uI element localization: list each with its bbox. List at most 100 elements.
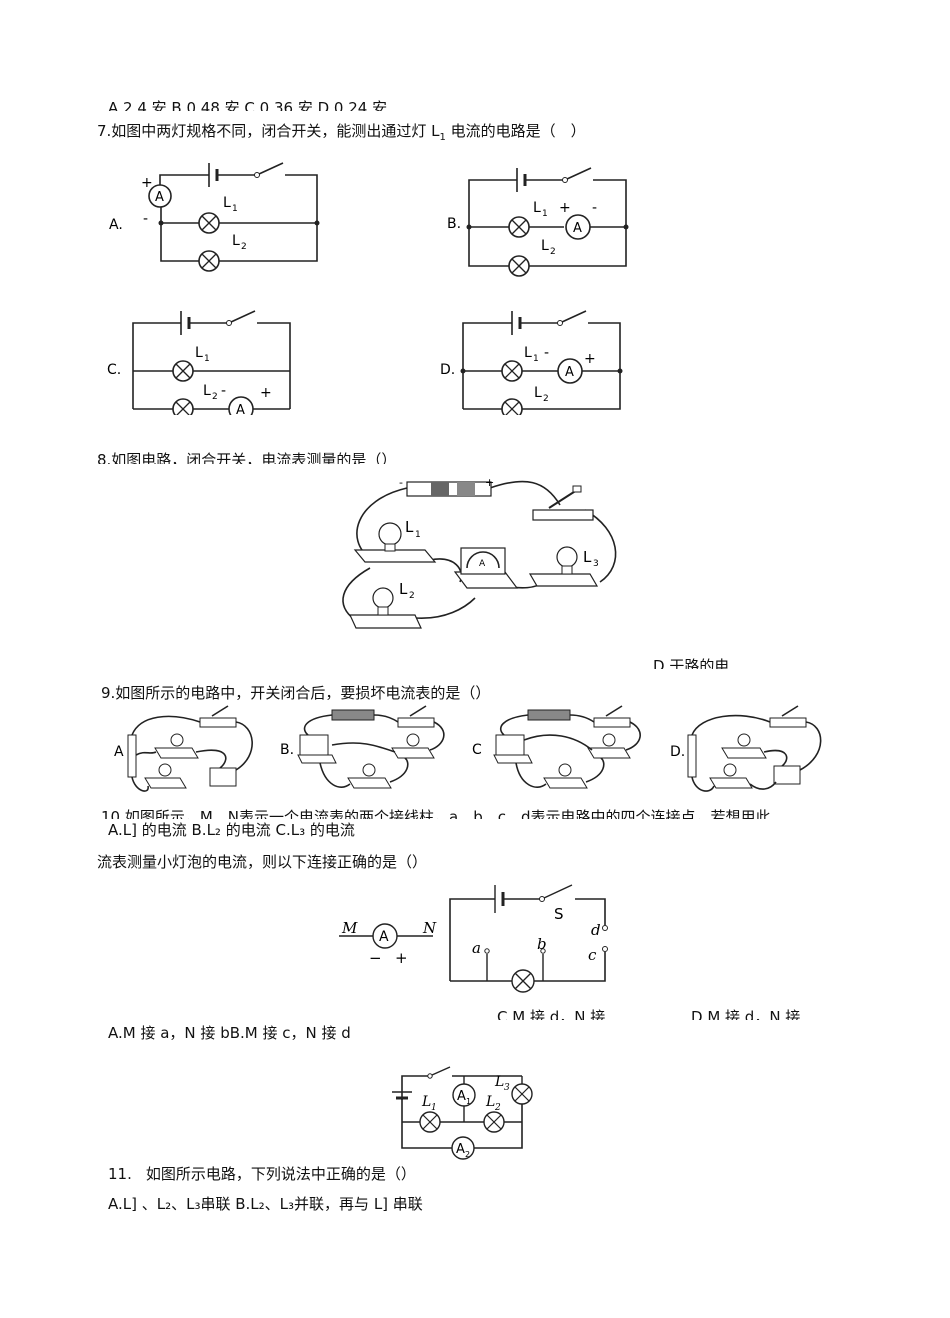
q11-ammeter-a2 xyxy=(451,1136,475,1160)
q10-stem-cont-text: 流表测量小灯泡的电流，则以下连接正确的是（） xyxy=(97,853,428,871)
q9-stem: 9.如图所示的电路中，开关闭合后，要损坏电流表的是（） xyxy=(101,684,490,702)
q10-option-d-partial: D.M 接 d，N 接 xyxy=(691,1006,800,1020)
q8-l3-label: L xyxy=(583,548,592,566)
q7-d-lamp-l2 xyxy=(501,398,523,415)
q8-options: A.L] 的电流 B.L₂ 的电流 C.L₃ 的电流 xyxy=(108,821,355,839)
q11-a1-sub: 1 xyxy=(466,1097,471,1106)
lamp-l2-base xyxy=(349,614,422,629)
q9-circuits: A B. C xyxy=(114,705,822,792)
q7-c-l1-label: L xyxy=(195,345,203,361)
battery-plus: + xyxy=(485,476,494,489)
q7-c-ammeter-letter: A xyxy=(236,403,245,415)
q8-stem: 8.如图电路，闭合开关，电流表测量的是（） xyxy=(97,449,396,464)
lamp-l1-bulb xyxy=(378,522,402,546)
lamp-l3-bulb xyxy=(556,546,578,568)
q11-a2-letter: A xyxy=(456,1142,465,1157)
q7-d-minus: - xyxy=(544,345,549,361)
q7-b-plus: + xyxy=(559,200,571,216)
q7-circuit-d: D. L 1 - A + L 2 xyxy=(440,310,623,415)
q10-options-ab-text: A.M 接 a，N 接 bB.M 接 c，N 接 d xyxy=(108,1024,351,1042)
q11-l1-sub: 1 xyxy=(431,1103,437,1113)
q7-b-label: B. xyxy=(447,216,461,232)
q7-c-l2-label: L xyxy=(203,383,211,399)
q9-stem-text: 9.如图所示的电路中，开关闭合后，要损坏电流表的是（） xyxy=(101,684,491,702)
q8-ammeter-letter: A xyxy=(479,559,486,569)
q10-stem-partial: 10.如图所示，M、N表示一个电流表的两个接线柱，a、b、c、d表示电路中的四个… xyxy=(101,806,771,819)
q7-c-l1-sub: 1 xyxy=(204,354,210,364)
q9-a-label: A xyxy=(114,744,124,760)
q7-b-l1-label: L xyxy=(533,200,541,216)
q10-ammeter-letter: A xyxy=(379,929,389,945)
q11-circuit-figure: A 1 L 3 L 1 L 2 A 2 xyxy=(392,1066,533,1160)
q10-circuit-figure: M N A − + S d c a b xyxy=(339,884,608,993)
q7-a-label: A. xyxy=(109,217,123,233)
q11-l2-sub: 2 xyxy=(494,1103,501,1113)
q10-stem-cont: 流表测量小灯泡的电流，则以下连接正确的是（） xyxy=(97,853,427,871)
q7-c-l2-sub: 2 xyxy=(212,392,218,402)
q7-b-ammeter xyxy=(565,214,591,240)
q7-d-plus: + xyxy=(584,351,596,367)
q8-l2-sub: 2 xyxy=(409,591,415,601)
q7-a-ammeter xyxy=(148,184,172,208)
q8-options-text: A.L] 的电流 B.L₂ 的电流 C.L₃ 的电流 xyxy=(108,821,355,839)
q10-s-label: S xyxy=(554,905,564,923)
q11-options: A.L] 、L₂、L₃串联 B.L₂、L₃并联，再与 L] 串联 xyxy=(108,1195,423,1213)
q7-c-minus: - xyxy=(221,383,226,399)
q7-circuit-a: A. A + - L 1 L 2 xyxy=(109,162,320,272)
q7-circuit-c: C. L 1 L 2 - A + xyxy=(107,310,291,415)
q7-b-l2-sub: 2 xyxy=(550,247,556,257)
q7-d-ammeter xyxy=(557,358,583,384)
q9-circuit-b: B. xyxy=(280,705,445,789)
q10-options-ab: A.M 接 a，N 接 bB.M 接 c，N 接 d xyxy=(108,1024,351,1042)
q8-option-d-text: D.干路的电 xyxy=(653,657,730,669)
q9-d-label: D. xyxy=(670,744,685,760)
q7-d-label: D. xyxy=(440,362,455,378)
q8-stem-text: 8.如图电路，闭合开关，电流表测量的是（） xyxy=(97,451,397,464)
q9-circuit-c: C xyxy=(472,705,641,789)
q7-b-ammeter-letter: A xyxy=(573,221,582,236)
q10-m-label: M xyxy=(341,919,358,937)
q7-stem: 7.如图中两灯规格不同，闭合开关，能测出通过灯 L1 电流的电路是（ ） xyxy=(97,122,586,147)
q8-option-d-partial: D.干路的电 xyxy=(653,655,729,669)
q11-stem: 11.如图所示电路，下列说法中正确的是（） xyxy=(108,1165,416,1183)
q10-option-c-partial: C.M 接 d，N 接 xyxy=(497,1006,605,1020)
q11-l2-label: L xyxy=(485,1094,495,1110)
q7-a-l1-sub: 1 xyxy=(232,204,238,214)
q11-l3-label: L xyxy=(494,1074,504,1090)
q9-circuit-d: D. xyxy=(670,705,822,792)
q7-a-l2-sub: 2 xyxy=(241,242,247,252)
q9-circuit-a: A xyxy=(114,705,253,792)
q7-d-l2-sub: 2 xyxy=(543,394,549,404)
q6-options-text: A 2.4 安 B 0.48 安 C 0.36 安 D 0.24 安 xyxy=(108,99,388,111)
q11-a1-letter: A xyxy=(457,1089,466,1104)
q9-b-label: B. xyxy=(280,742,294,758)
q6-options-partial: A 2.4 安 B 0.48 安 C 0.36 安 D 0.24 安 xyxy=(108,97,387,111)
q7-a-plus: + xyxy=(141,175,153,191)
q10-stem-partial-text: 10.如图所示，M、N表示一个电流表的两个接线柱，a、b、c、d表示电路中的四个… xyxy=(101,808,771,819)
q11-options-text: A.L] 、L₂、L₃串联 B.L₂、L₃并联，再与 L] 串联 xyxy=(108,1195,423,1213)
q8-l3-sub: 3 xyxy=(593,559,599,569)
q10-minus: − xyxy=(369,949,382,967)
q7-d-l1-label: L xyxy=(524,345,532,361)
q7-b-l2-label: L xyxy=(541,238,549,254)
q10-plus: + xyxy=(395,949,408,967)
q11-l1-label: L xyxy=(421,1094,431,1110)
q7-circuit-b: B. L 1 A + - L 2 xyxy=(447,167,629,277)
q10-d-label: d xyxy=(591,921,601,939)
q8-l1-sub: 1 xyxy=(415,530,421,540)
q7-stem-b: 电流的电路是（ ） xyxy=(445,122,586,140)
q7-b-minus: - xyxy=(592,200,597,216)
q10-ammeter xyxy=(372,923,398,949)
q7-a-l2-label: L xyxy=(232,233,240,249)
q8-l2-label: L xyxy=(399,580,408,598)
q8-circuit-figure: - + L 1 A L 3 L 2 xyxy=(342,476,617,629)
knife-switch xyxy=(532,509,594,521)
q10-option-d-text: D.M 接 d，N 接 xyxy=(691,1008,801,1020)
q10-option-c-text: C.M 接 d，N 接 xyxy=(497,1008,606,1020)
q7-c-label: C. xyxy=(107,362,121,378)
q11-l3-sub: 3 xyxy=(504,1083,510,1093)
q10-n-label: N xyxy=(422,919,437,937)
q7-d-l2-label: L xyxy=(534,385,542,401)
q8-l1-label: L xyxy=(405,518,414,536)
q10-b-label: b xyxy=(537,935,547,953)
